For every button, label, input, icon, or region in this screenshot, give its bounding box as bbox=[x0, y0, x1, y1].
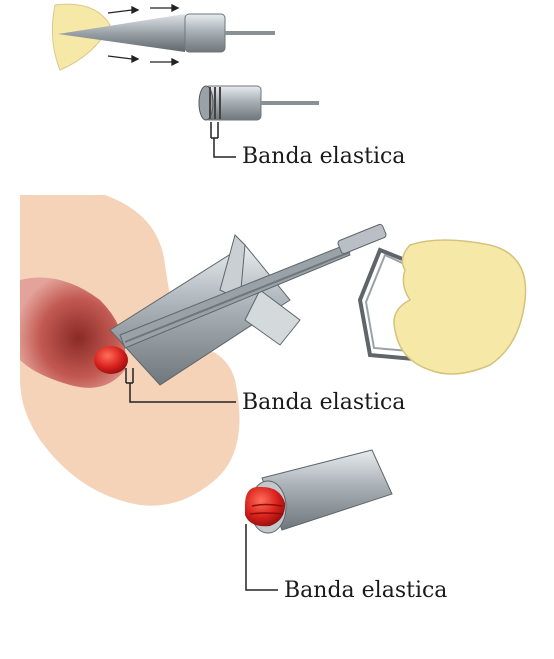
ligator-drum-top bbox=[184, 13, 226, 53]
ligated-hemorrhoid-illustration bbox=[245, 449, 393, 591]
loaded-drum-illustration bbox=[198, 85, 319, 158]
procedure-illustration bbox=[20, 195, 527, 506]
band-label-middle: Banda elastica bbox=[242, 390, 406, 415]
band-label-bottom: Banda elastica bbox=[284, 578, 448, 603]
band-leader-bottom bbox=[245, 524, 278, 591]
hemorrhoid-in-drum bbox=[94, 346, 128, 374]
loading-cone bbox=[58, 14, 185, 52]
drum-rod-top bbox=[225, 31, 275, 35]
top-loader-illustration bbox=[51, 3, 275, 71]
ligated-hemorrhoid bbox=[245, 486, 286, 527]
band-leader-middle bbox=[125, 368, 236, 403]
band-leader-top bbox=[210, 122, 236, 158]
drum-rod-loaded bbox=[261, 101, 319, 105]
motion-arrows bbox=[107, 3, 180, 67]
band-label-top: Banda elastica bbox=[242, 144, 406, 169]
ligator-shaft bbox=[119, 244, 351, 349]
gloved-hand bbox=[393, 239, 527, 375]
rubber-bands-on-drum bbox=[209, 87, 221, 119]
